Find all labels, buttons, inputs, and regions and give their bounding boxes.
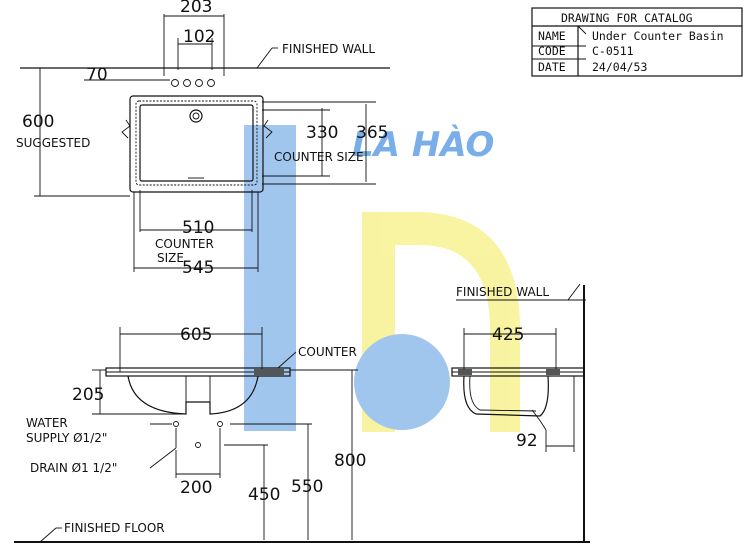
watermark-text: LA HÀO [352,124,494,165]
dim-203: 203 [180,0,212,17]
dim-200: 200 [180,478,212,498]
watermark-blue-bar [244,125,296,431]
date-label: DATE [538,60,566,74]
dim-545: 545 [182,258,214,278]
drain-label: DRAIN Ø1 1/2" [30,461,117,475]
dim-550: 550 [291,477,323,497]
counter-size-right: COUNTER SIZE [274,150,364,164]
watermark-logo [244,125,520,432]
finished-wall-label-top: FINISHED WALL [282,42,375,56]
finished-wall-label-side: FINISHED WALL [456,285,549,299]
counter-size-bottom-1: COUNTER [155,237,214,251]
front-view: 605 COUNTER 205 WATER SUPPLY Ø1/2" DRAIN… [14,325,590,543]
water-supply-label-2: SUPPLY Ø1/2" [26,431,107,445]
side-view: FINISHED WALL 425 92 [451,283,586,542]
title-block: DRAWING FOR CATALOG NAME Under Counter B… [531,7,743,77]
dim-365: 365 [356,123,388,143]
water-supply-label: WATER [26,416,68,430]
counter-size-bottom-2: SIZE [157,251,184,265]
dim-425: 425 [492,325,524,345]
code-value: C-0511 [592,44,634,58]
dim-800: 800 [334,451,366,471]
dim-102: 102 [183,27,215,47]
date-value: 24/04/53 [592,60,647,74]
code-label: CODE [538,44,566,58]
dim-70: 70 [86,65,108,85]
finished-floor-label: FINISHED FLOOR [64,521,165,535]
title-block-header: DRAWING FOR CATALOG [561,11,693,25]
watermark-yellow-arch [362,212,520,432]
dim-600: 600 [22,112,54,132]
watermark-blue-circle [354,334,450,430]
dim-450: 450 [248,485,280,505]
dim-510: 510 [182,218,214,238]
dim-205: 205 [72,385,104,405]
counter-hatch [254,369,284,375]
name-value: Under Counter Basin [592,29,724,43]
counter-label: COUNTER [298,345,357,359]
dim-330: 330 [306,123,338,143]
plan-view: FINISHED WALL 203 102 70 600 SUGG [16,0,390,278]
dim-605: 605 [180,325,212,345]
dim-92: 92 [516,431,538,451]
suggested-label: SUGGESTED [16,136,90,150]
name-label: NAME [538,29,566,43]
